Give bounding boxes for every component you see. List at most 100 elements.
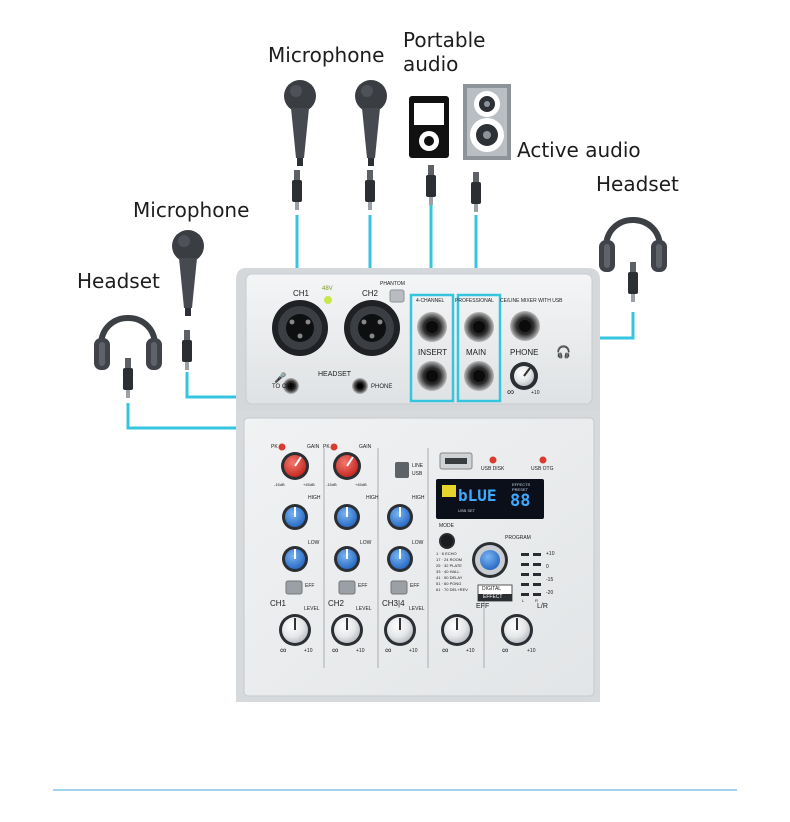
ch34-knob-min: ∞ [385,645,392,655]
ch2-high-label: HIGH [366,495,379,501]
insert-jack-1[interactable] [417,312,447,342]
usb-port[interactable] [439,452,473,470]
label-headset-left: Headset [77,269,160,293]
phone-level-knob[interactable] [510,362,538,390]
digital-label: DIGITAL [482,586,502,592]
ch2-high-knob[interactable] [334,504,360,530]
usb-disk-led [489,456,497,464]
ch2-level-knob[interactable] [331,614,363,646]
program-encoder[interactable] [472,542,508,578]
switch-line-label: LINE [412,463,424,469]
phone-out-jack[interactable] [510,311,540,341]
ch34-high-knob[interactable] [387,504,413,530]
ch1-low-label: LOW [308,540,320,546]
ch34-low-label: LOW [412,540,424,546]
lr-knob-min: ∞ [502,645,509,655]
main-jack-2[interactable] [464,361,494,391]
insert-jack-2[interactable] [417,361,447,391]
ch2-knob-max: +10 [356,648,365,654]
active-speaker-icon [463,84,511,160]
panel-mixer-usb-label: CE/LINE MIXER WITH USB [500,298,563,304]
ch34-eff-button[interactable] [390,580,408,595]
microphone-2 [355,80,387,166]
headset-to-ch1-jack[interactable] [283,378,299,394]
headset-left-plug [123,358,133,398]
ch2-knob-min: ∞ [332,645,339,655]
active-plug [471,172,481,212]
lr-knob-label: L/R [537,603,548,610]
headphone-glyph: 🎧 [556,345,571,359]
mic-left-plug [182,330,192,370]
display-usbset-label: USB SET [458,508,476,513]
ch2-eff-label: EFF [358,583,368,589]
ch1-pk-label: PK [271,444,278,450]
headset-phone-jack[interactable] [352,378,368,394]
usb-disk-label: USB DISK [481,466,505,472]
ch1-combo-jack[interactable] [272,300,328,356]
ch2-low-knob[interactable] [334,546,360,572]
ch2-low-label: LOW [360,540,372,546]
label-headset-right: Headset [596,172,679,196]
ch34-high-label: HIGH [412,495,425,501]
lr-master-knob[interactable] [501,614,533,646]
ch2-combo-jack[interactable] [344,300,400,356]
strip-ch1-label: CH1 [270,599,287,608]
ch2-eff-button[interactable] [338,580,356,595]
ch1-knob-max: +10 [304,648,313,654]
usb-otg-led [539,456,547,464]
main-jack-1[interactable] [464,312,494,342]
ch1-gain-max: +45dB [303,482,315,487]
lr-knob-max: +10 [527,648,536,654]
ch1-low-knob[interactable] [282,546,308,572]
portable-plug [426,165,436,205]
headset-mic-glyph: 🎤 [274,371,287,384]
label-portable: Portable [403,28,486,52]
phantom-button[interactable] [389,289,405,303]
ch1-gain-label: GAIN [307,444,320,450]
strip-ch2-label: CH2 [328,599,345,608]
eff-level-knob[interactable] [441,614,473,646]
preset-item: 17 · 24 ROOM [436,557,463,562]
panel-phone-small-label: PHONE [371,384,393,390]
panel-main-label: MAIN [466,348,486,357]
48v-led [324,296,332,304]
ch1-eff-label: EFF [305,583,315,589]
display-preset-label: PRESET [512,487,529,492]
level-meter [521,553,541,596]
ch2-gain-label: GAIN [359,444,372,450]
ch1-high-label: HIGH [308,495,321,501]
line-usb-switch[interactable] [395,462,409,478]
ch34-level-knob[interactable] [384,614,416,646]
panel-48v-label: 48V [322,286,333,292]
meter-mark: -20 [546,590,554,596]
strip-ch34-label: CH3|4 [382,599,405,608]
mode-button[interactable] [439,533,455,549]
ch1-eff-button[interactable] [285,580,303,595]
ch1-high-knob[interactable] [282,504,308,530]
panel-4channel-label: 4-CHANNEL [416,298,445,304]
headset-right-plug [628,262,638,302]
ch1-level-label: LEVEL [304,606,320,612]
main-highlight-frame [456,293,502,403]
meter-left-label: L [522,598,525,603]
meter-right-label: R [535,598,538,603]
ch1-gain-knob[interactable] [281,452,309,480]
eff-knob-label: EFF [476,603,490,610]
ch1-gain-min: -15dB [274,482,285,487]
label-active-audio: Active audio [517,138,641,162]
ch2-gain-knob[interactable] [333,452,361,480]
portable-audio-player-icon [409,96,449,158]
display-preset-number: 88 [510,491,531,511]
mic1-plug [292,170,302,210]
preset-item: 41 · 50 DELAY [436,575,463,580]
effect-label-bar [478,594,512,601]
ch34-low-knob[interactable] [387,546,413,572]
ch34-level-label: LEVEL [409,606,425,612]
ch2-level-label: LEVEL [356,606,372,612]
panel-ch2-label: CH2 [362,289,379,298]
microphone-left [172,230,204,316]
ch1-level-knob[interactable] [279,614,311,646]
insert-highlight-frame [409,293,455,403]
display-effects-label: EFFECTS [512,482,531,487]
